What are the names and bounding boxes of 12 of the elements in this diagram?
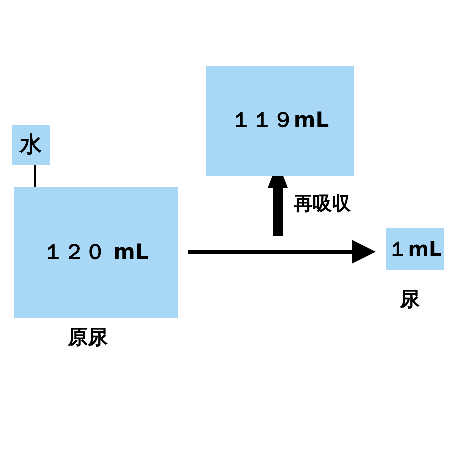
value-box [12,125,50,165]
value-box [206,66,354,176]
caption-text: 尿 [400,286,420,313]
connector-line [34,165,36,187]
value-text: １１９mL [230,107,330,134]
value-text: １２０ mL [43,238,149,266]
value-box [386,228,444,270]
value-box [14,187,178,318]
value-text: １mL [388,236,442,263]
arrow [188,240,376,264]
caption-text: 原尿 [68,324,108,351]
value-text: 水 [20,132,42,160]
